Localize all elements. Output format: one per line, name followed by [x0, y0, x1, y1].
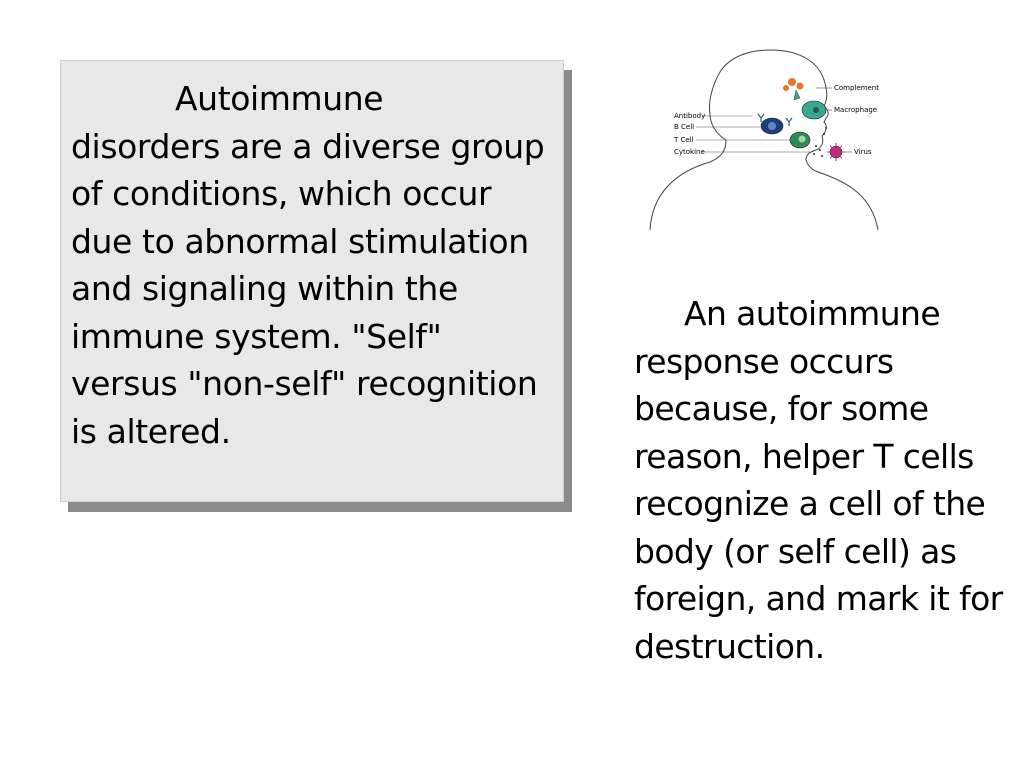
cytokine-dots [813, 127, 827, 157]
complement-cluster [783, 78, 804, 101]
definition-text: Autoimmune disorders are a diverse group… [71, 75, 551, 455]
immune-system-diagram: Complement Macrophage Antibody B Cell T … [649, 49, 879, 231]
explanation-text: An autoimmune response occurs because, f… [634, 290, 1019, 670]
label-cytokine: Cytokine [674, 148, 705, 156]
macrophage-nucleus [813, 107, 819, 113]
antibody-markers [757, 113, 793, 126]
t-cell-nucleus [798, 135, 806, 143]
explanation-first-line: An autoimmune [684, 294, 941, 333]
label-complement: Complement [834, 84, 879, 92]
definition-first-line: Autoimmune [175, 79, 384, 118]
explanation-body: response occurs because, for some reason… [634, 341, 1003, 666]
leader-lines [696, 87, 852, 153]
label-b-cell: B Cell [674, 123, 694, 131]
label-macrophage: Macrophage [834, 106, 877, 114]
label-t-cell: T Cell [673, 136, 694, 144]
virus-particle [827, 143, 845, 161]
definition-box: Autoimmune disorders are a diverse group… [60, 60, 564, 502]
label-virus: Virus [854, 148, 872, 156]
label-antibody: Antibody [674, 112, 705, 120]
definition-body: disorders are a diverse group of conditi… [71, 126, 545, 451]
b-cell-nucleus [768, 122, 776, 130]
